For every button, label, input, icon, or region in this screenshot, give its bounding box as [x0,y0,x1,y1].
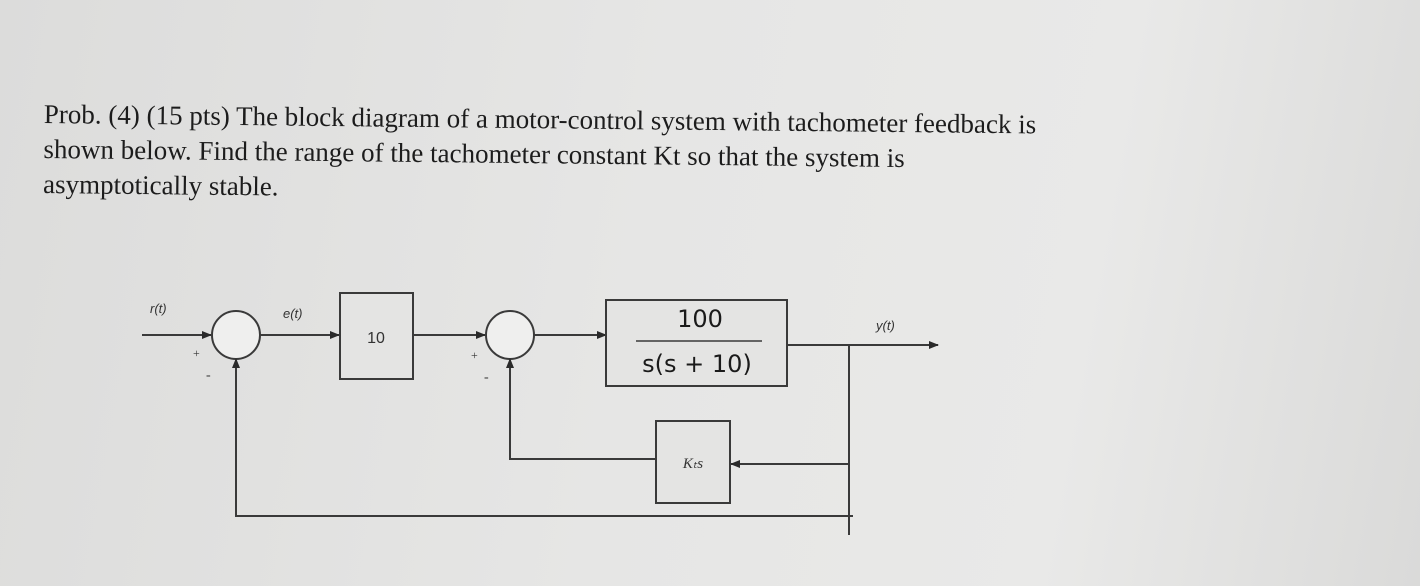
unity-feedback-line [232,358,853,517]
tach-block [655,420,731,504]
input-label: r(t) [150,301,167,316]
tach-return-line [506,358,656,460]
plant-block [605,299,788,387]
sum2-plus-sign: + [471,348,478,362]
error-label: e(t) [283,306,303,321]
plant-denominator: s(s + 10) [642,350,752,378]
output-label: y(t) [875,318,895,333]
gain-block-label: 10 [367,330,385,347]
tach-block-label: Kₜs [682,456,703,472]
sum2-minus-sign: - [484,370,489,385]
sum1-plus-sign: + [193,346,200,360]
summing-junction-1 [211,310,261,360]
plant-numerator: 100 [677,305,723,333]
sum1-minus-sign: - [206,368,211,383]
summing-junction-2 [485,310,535,360]
